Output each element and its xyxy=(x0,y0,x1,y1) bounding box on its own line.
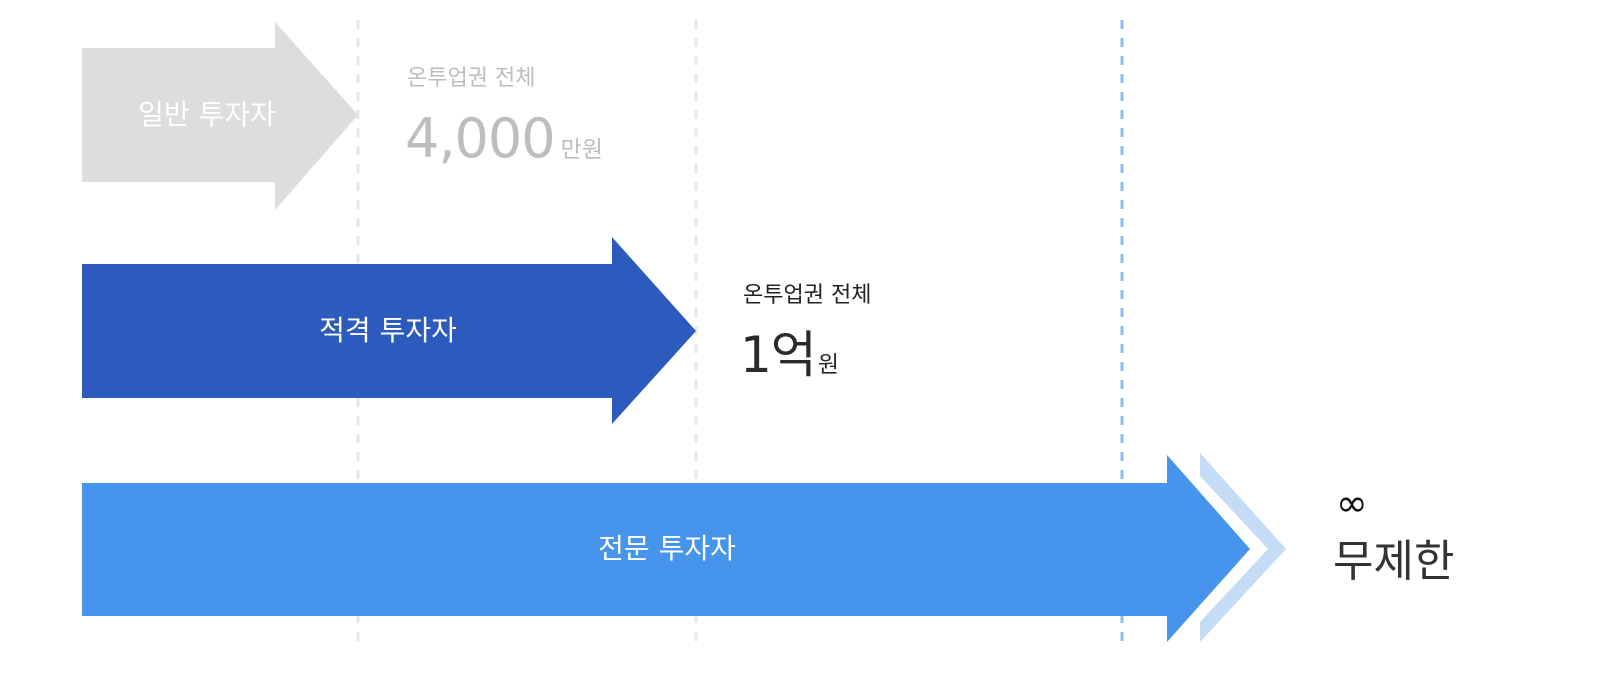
unlimited-chevron xyxy=(1200,453,1286,642)
general-limit-unit: 만원 xyxy=(560,137,603,163)
qualified-investor-label: 적격 투자자 xyxy=(319,314,457,347)
general-investor-label: 일반 투자자 xyxy=(138,98,276,131)
qualified-investor-arrow xyxy=(82,237,696,424)
qualified-limit-value: 1억원 xyxy=(740,330,839,380)
infinity-icon: ∞ xyxy=(1336,481,1368,525)
professional-investor-label: 전문 투자자 xyxy=(598,532,736,565)
general-limit-amount: 4,000 xyxy=(405,107,556,170)
general-investor-arrow xyxy=(82,22,358,210)
qualified-limit-caption: 온투업권 전체 xyxy=(743,283,872,308)
qualified-limit-unit: 원 xyxy=(817,352,839,378)
general-limit-caption: 온투업권 전체 xyxy=(407,66,536,91)
professional-investor-arrow xyxy=(82,455,1250,642)
qualified-limit-amount: 1억 xyxy=(740,326,817,384)
professional-limit-amount: 무제한 xyxy=(1333,536,1455,587)
